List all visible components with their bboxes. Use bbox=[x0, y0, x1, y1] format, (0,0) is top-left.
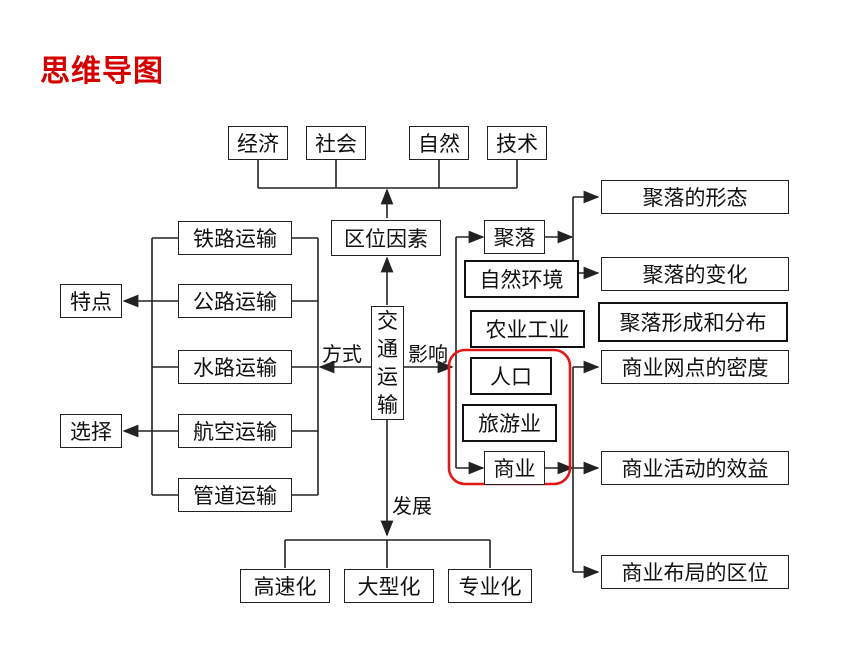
factor-technology: 技术 bbox=[487, 126, 547, 160]
settlement-box: 聚落 bbox=[484, 220, 545, 254]
dev-high-speed: 高速化 bbox=[240, 569, 330, 603]
development-label: 发展 bbox=[392, 494, 432, 518]
commerce-box: 商业 bbox=[484, 451, 545, 485]
choice-box: 选择 bbox=[60, 414, 122, 448]
commerce-benefit: 商业活动的效益 bbox=[601, 451, 789, 485]
location-factors-box: 区位因素 bbox=[331, 220, 441, 256]
mode-pipeline: 管道运输 bbox=[178, 478, 292, 512]
commerce-location: 商业布局的区位 bbox=[601, 555, 789, 589]
natural-environment-box: 自然环境 bbox=[464, 260, 579, 298]
factor-society: 社会 bbox=[306, 126, 366, 160]
transport-center-box: 交 通 运 输 bbox=[371, 306, 404, 420]
factor-nature: 自然 bbox=[409, 126, 469, 160]
features-box: 特点 bbox=[60, 284, 122, 318]
mode-rail: 铁路运输 bbox=[178, 221, 292, 255]
dev-large-scale: 大型化 bbox=[344, 569, 434, 603]
agriculture-industry-box: 农业工业 bbox=[470, 310, 585, 348]
page-title: 思维导图 bbox=[40, 54, 164, 89]
factor-economy: 经济 bbox=[228, 126, 288, 160]
mode-water: 水路运输 bbox=[178, 350, 292, 384]
mode-label: 方式 bbox=[322, 342, 362, 366]
center-char: 输 bbox=[377, 393, 398, 417]
settlement-change: 聚落的变化 bbox=[601, 257, 789, 291]
center-char: 通 bbox=[377, 337, 398, 361]
commerce-density: 商业网点的密度 bbox=[601, 350, 789, 384]
center-char: 运 bbox=[377, 365, 398, 389]
mode-air: 航空运输 bbox=[178, 414, 292, 448]
settlement-formation-box: 聚落形成和分布 bbox=[598, 302, 788, 342]
dev-specialized: 专业化 bbox=[448, 569, 532, 603]
center-char: 交 bbox=[377, 309, 398, 333]
tourism-box: 旅游业 bbox=[462, 404, 557, 442]
mode-road: 公路运输 bbox=[178, 284, 292, 318]
population-box: 人口 bbox=[470, 357, 552, 395]
settlement-form: 聚落的形态 bbox=[601, 180, 789, 214]
influence-label: 影响 bbox=[408, 342, 448, 366]
